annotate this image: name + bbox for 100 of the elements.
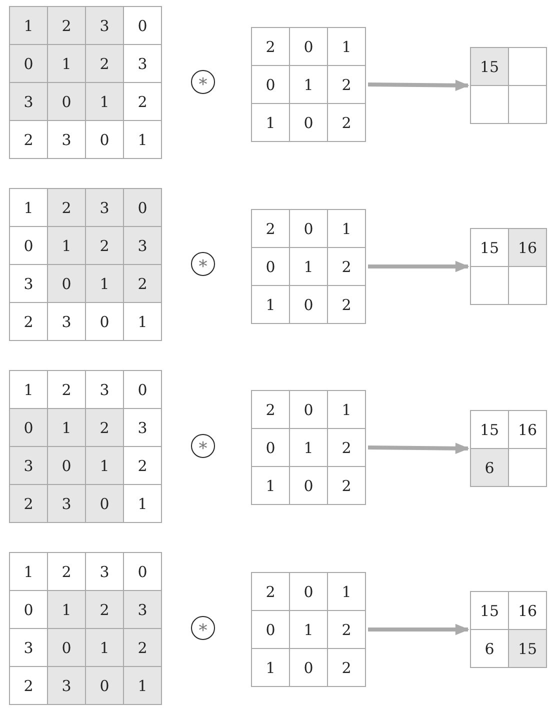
- matrix-cell: 1: [48, 409, 85, 446]
- matrix-cell: 1: [290, 611, 327, 648]
- matrix-cell: 16: [509, 592, 546, 629]
- matrix-cell: 2: [48, 189, 85, 226]
- matrix-cell: 2: [86, 45, 123, 82]
- matrix-cell: 0: [48, 265, 85, 302]
- matrix-cell: 6: [471, 630, 508, 667]
- matrix-cell: 2: [10, 303, 47, 340]
- matrix-cell: 1: [124, 303, 161, 340]
- matrix-cell: 2: [86, 591, 123, 628]
- matrix-cell: 0: [48, 83, 85, 120]
- input-matrix: [9, 6, 162, 159]
- convolution-operator: *: [191, 252, 215, 276]
- matrix-cell: 3: [86, 371, 123, 408]
- convolution-operator: *: [191, 434, 215, 458]
- matrix-cell: 1: [48, 45, 85, 82]
- matrix-cell: 1: [86, 83, 123, 120]
- matrix-cell: 0: [86, 485, 123, 522]
- matrix-cell: 0: [290, 286, 327, 323]
- matrix-cell: 15: [471, 592, 508, 629]
- matrix-cell: 16: [509, 229, 546, 266]
- matrix-cell: 3: [48, 485, 85, 522]
- matrix-cell: 1: [48, 227, 85, 264]
- matrix-cell: 2: [328, 429, 365, 466]
- matrix-cell: 2: [124, 265, 161, 302]
- arrow: [368, 80, 470, 91]
- matrix-cell: 3: [48, 121, 85, 158]
- arrow: [368, 624, 470, 636]
- matrix-cell: 0: [290, 391, 327, 428]
- matrix-cell: 15: [471, 48, 508, 85]
- matrix-cell: 2: [48, 553, 85, 590]
- kernel-matrix: [251, 572, 366, 687]
- matrix-cell: 1: [124, 121, 161, 158]
- output-matrix: [470, 410, 547, 487]
- matrix-cell: 0: [124, 553, 161, 590]
- matrix-cell: 15: [509, 630, 546, 667]
- matrix-cell: 2: [10, 485, 47, 522]
- matrix-cell: 0: [86, 121, 123, 158]
- matrix-cell: 1: [290, 248, 327, 285]
- matrix-cell: 0: [252, 66, 289, 103]
- matrix-cell: 15: [471, 229, 508, 266]
- kernel-matrix: [251, 27, 366, 142]
- matrix-cell: 3: [48, 303, 85, 340]
- matrix-cell: 3: [10, 265, 47, 302]
- matrix-cell: 1: [328, 573, 365, 610]
- matrix-cell: 3: [86, 189, 123, 226]
- matrix-cell: 1: [86, 447, 123, 484]
- matrix-cell: 2: [252, 28, 289, 65]
- matrix-cell: 2: [328, 104, 365, 141]
- matrix-cell: 1: [10, 189, 47, 226]
- arrow: [368, 442, 470, 454]
- matrix-cell: 1: [124, 485, 161, 522]
- matrix-cell: 2: [124, 447, 161, 484]
- matrix-cell: 0: [48, 629, 85, 666]
- matrix-cell: 2: [328, 66, 365, 103]
- matrix-cell: 0: [10, 227, 47, 264]
- matrix-cell: 0: [290, 104, 327, 141]
- matrix-cell: 1: [252, 286, 289, 323]
- matrix-cell: 0: [290, 467, 327, 504]
- matrix-cell: 2: [328, 611, 365, 648]
- matrix-cell: 1: [328, 391, 365, 428]
- matrix-cell: 2: [86, 227, 123, 264]
- matrix-cell: 3: [10, 629, 47, 666]
- matrix-cell: 1: [124, 667, 161, 704]
- matrix-cell: 3: [124, 227, 161, 264]
- matrix-cell: 2: [10, 667, 47, 704]
- matrix-cell: 0: [290, 573, 327, 610]
- arrow: [368, 260, 470, 272]
- matrix-cell: 0: [252, 429, 289, 466]
- matrix-cell: 0: [290, 649, 327, 686]
- matrix-cell: 3: [10, 83, 47, 120]
- matrix-cell: 1: [252, 467, 289, 504]
- convolution-operator: *: [191, 616, 215, 640]
- matrix-cell: 1: [328, 28, 365, 65]
- input-matrix: [9, 188, 162, 341]
- matrix-cell: 0: [10, 45, 47, 82]
- kernel-matrix: [251, 390, 366, 505]
- matrix-cell: 1: [252, 104, 289, 141]
- matrix-cell: 3: [48, 667, 85, 704]
- kernel-matrix: [251, 209, 366, 324]
- convolution-operator: *: [191, 70, 215, 94]
- matrix-cell: 1: [328, 210, 365, 247]
- matrix-cell: 2: [48, 371, 85, 408]
- matrix-cell: 3: [86, 7, 123, 44]
- matrix-cell: 3: [124, 45, 161, 82]
- matrix-cell: 2: [328, 649, 365, 686]
- output-matrix: [470, 591, 547, 668]
- matrix-cell: 0: [252, 611, 289, 648]
- matrix-cell: 2: [328, 467, 365, 504]
- matrix-cell: 1: [10, 7, 47, 44]
- matrix-cell: 0: [48, 447, 85, 484]
- matrix-cell: 1: [10, 553, 47, 590]
- matrix-cell: 0: [86, 667, 123, 704]
- matrix-cell: 3: [124, 591, 161, 628]
- input-matrix: [9, 552, 162, 705]
- input-matrix: [9, 370, 162, 523]
- matrix-cell: 2: [252, 391, 289, 428]
- matrix-cell: 6: [471, 449, 508, 486]
- matrix-cell: 2: [124, 83, 161, 120]
- matrix-cell: 0: [124, 371, 161, 408]
